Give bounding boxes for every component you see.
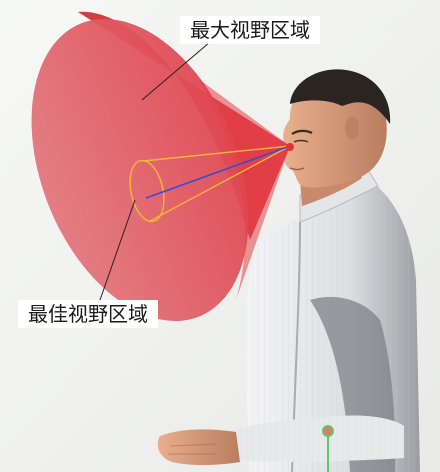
label-max-field: 最大视野区域 bbox=[180, 16, 320, 44]
label-best-field: 最佳视野区域 bbox=[18, 300, 158, 328]
ear bbox=[345, 116, 359, 140]
eye-point-icon bbox=[286, 143, 294, 151]
hand-marker-icon bbox=[323, 426, 333, 436]
hand bbox=[158, 429, 240, 465]
